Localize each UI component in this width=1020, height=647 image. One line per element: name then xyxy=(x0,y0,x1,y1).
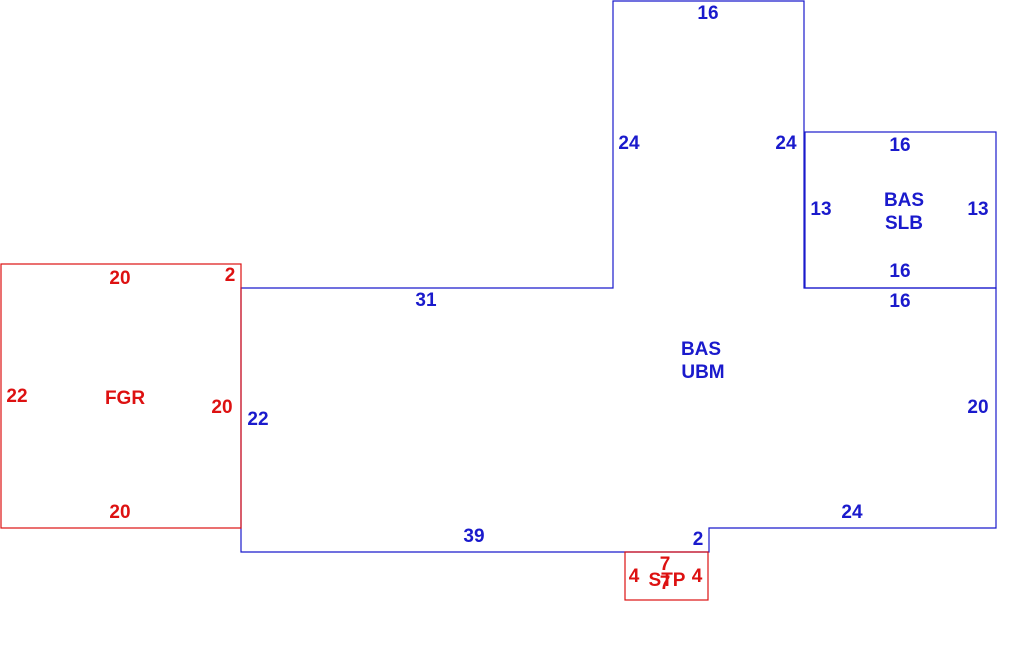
stp-label: STP xyxy=(649,570,686,591)
bas-slb-outline xyxy=(804,131,997,289)
slb-dim-left: 13 xyxy=(810,199,831,220)
stp-outline xyxy=(624,551,709,601)
ubm-dim-bump-right: 24 xyxy=(775,133,797,154)
ubm-dim-step: 2 xyxy=(693,529,704,550)
fgr-dim-top: 20 xyxy=(109,268,130,289)
slb-dim-right: 13 xyxy=(967,199,988,220)
ubm-dim-top-right: 16 xyxy=(889,291,910,312)
fgr-label: FGR xyxy=(105,388,145,409)
fgr-dim-bottom: 20 xyxy=(109,502,130,523)
stp-dim-top: 7 xyxy=(660,554,671,575)
fgr-dim-right: 20 xyxy=(211,397,232,418)
ubm-dim-bottom-left: 39 xyxy=(463,526,484,547)
ubm-dim-top-left: 31 xyxy=(415,290,437,311)
slb-dim-bottom: 16 xyxy=(889,261,910,282)
fgr-dim-left: 22 xyxy=(6,386,27,407)
bas-ubm-label-line2: UBM xyxy=(681,362,724,383)
slb-dim-top: 16 xyxy=(889,135,910,156)
ubm-dim-top-bump: 16 xyxy=(697,3,718,24)
ubm-dim-bottom-right: 24 xyxy=(841,502,863,523)
ubm-dim-left: 22 xyxy=(247,409,268,430)
stp-dim-left: 4 xyxy=(629,566,640,587)
bas-ubm-outline xyxy=(240,0,997,553)
fgr-outline xyxy=(0,263,242,529)
bas-slb-label-line2: SLB xyxy=(885,213,923,234)
fgr-dim-step: 2 xyxy=(225,265,236,286)
bas-ubm-label-line1: BAS xyxy=(681,339,721,360)
ubm-dim-bump-left: 24 xyxy=(618,133,640,154)
stp-dim-right: 4 xyxy=(692,566,703,587)
stp-dim-bottom: 7 xyxy=(660,573,671,594)
bas-slb-label-line1: BAS xyxy=(884,190,924,211)
ubm-dim-right: 20 xyxy=(967,397,988,418)
